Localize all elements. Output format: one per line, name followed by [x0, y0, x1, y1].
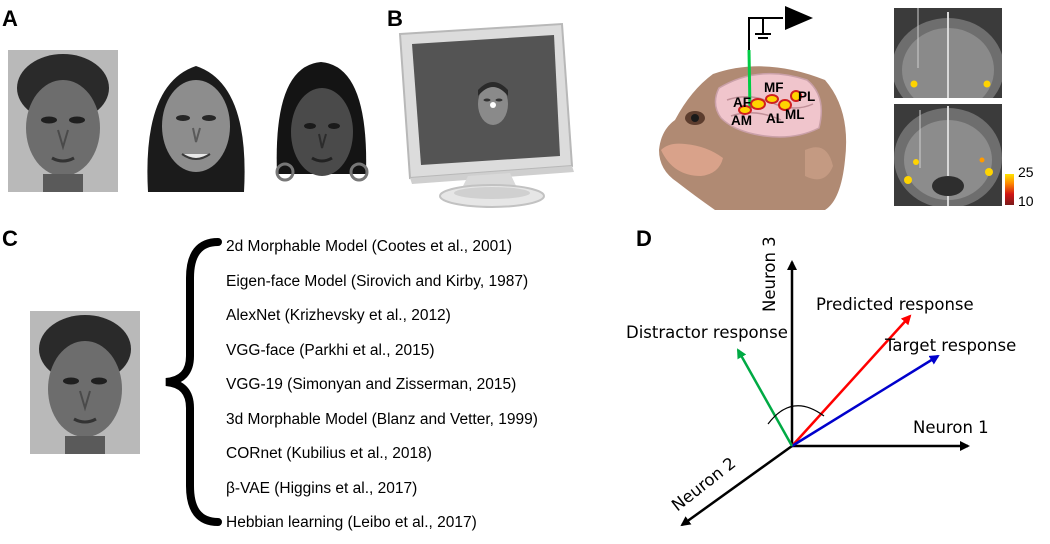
patch-label-ml: ML: [785, 107, 805, 122]
predicted-response-label: Predicted response: [816, 295, 974, 314]
model-item-3d-morphable: 3d Morphable Model (Blanz and Vetter, 19…: [226, 410, 538, 428]
angle-arc: [767, 405, 825, 425]
face-photo-2: [140, 54, 252, 192]
distractor-response-label: Distractor response: [626, 323, 788, 342]
mri-slice-bottom: [894, 104, 1002, 206]
face-photo-3: [273, 54, 370, 192]
neuron2-axis: [680, 444, 793, 527]
colorbar-max-label: 25: [1018, 164, 1034, 180]
distractor-response-vector: [736, 348, 794, 447]
colorbar: [1005, 174, 1014, 205]
target-response-label: Target response: [885, 336, 1017, 355]
model-item-eigenface: Eigen-face Model (Sirovich and Kirby, 19…: [226, 272, 529, 290]
neuron1-label: Neuron 1: [913, 418, 989, 437]
monitor-illustration: [398, 22, 574, 208]
panel-label-b: B: [387, 6, 403, 31]
patch-label-pl: PL: [798, 89, 816, 104]
face-photo-1: [8, 50, 118, 192]
model-item-hebbian: Hebbian learning (Leibo et al., 2017): [226, 514, 477, 531]
face-photo-query: [30, 311, 140, 454]
patch-label-af: AF: [733, 95, 751, 110]
model-item-2d-morphable: 2d Morphable Model (Cootes et al., 2001): [226, 238, 513, 255]
model-list: 2d Morphable Model (Cootes et al., 2001)…: [226, 233, 538, 544]
patch-label-am: AM: [731, 113, 752, 128]
monkey-recording-illustration: [659, 6, 847, 210]
model-item-beta-vae: β-VAE (Higgins et al., 2017): [226, 479, 418, 497]
patch-label-mf: MF: [764, 80, 784, 95]
target-response-vector: [791, 354, 940, 448]
panel-label-c: C: [2, 226, 18, 251]
patch-label-al: AL: [766, 111, 784, 126]
model-item-vgg-19: VGG-19 (Simonyan and Zisserman, 2015): [226, 376, 517, 393]
electrode-amplifier-icon: [748, 6, 813, 62]
colorbar-min-label: 10: [1018, 193, 1034, 209]
neuron3-label: Neuron 3: [760, 236, 779, 312]
model-item-cornet: CORnet (Kubilius et al., 2018): [226, 445, 432, 462]
panel-label-a: A: [2, 6, 18, 31]
curly-brace: [165, 238, 222, 526]
predicted-response-vector: [791, 314, 912, 447]
model-item-alexnet: AlexNet (Krizhevsky et al., 2012): [226, 307, 451, 324]
model-item-vgg-face: VGG-face (Parkhi et al., 2015): [226, 341, 435, 359]
response-vector-diagram: [680, 260, 970, 527]
panel-label-d: D: [636, 226, 652, 251]
mri-slice-top: [894, 8, 1002, 98]
fixation-point: [490, 102, 496, 108]
face-patches: [738, 90, 802, 115]
